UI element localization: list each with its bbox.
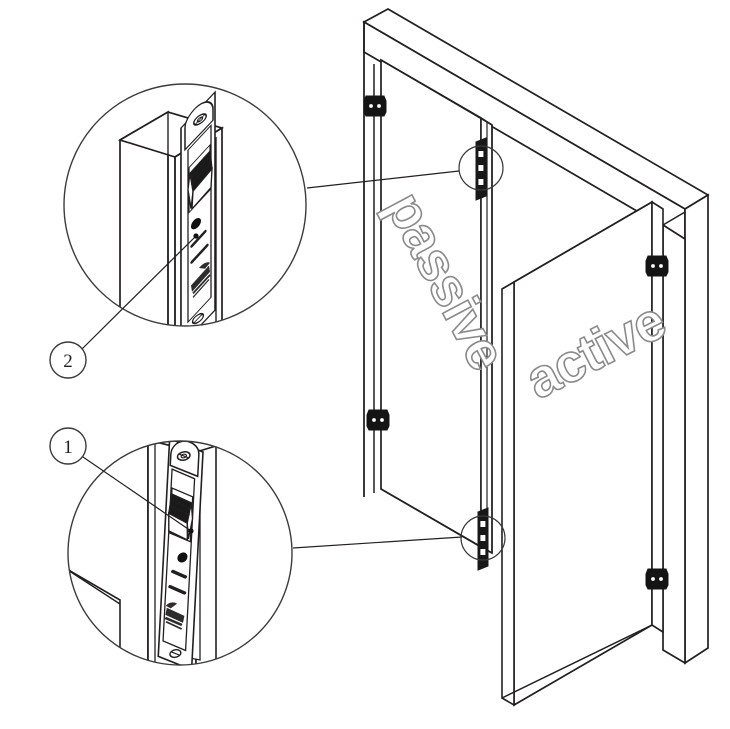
door-frame bbox=[362, 8, 710, 665]
detail-marker-top bbox=[458, 137, 504, 201]
callout-2-leader bbox=[81, 235, 197, 350]
callout-2: 2 bbox=[49, 233, 199, 379]
passive-door bbox=[373, 58, 493, 555]
flush-bolt-top bbox=[179, 90, 217, 326]
leader-line-bottom bbox=[292, 536, 463, 549]
detail-marker-bottom bbox=[460, 507, 506, 571]
detail-circle-bottom bbox=[67, 440, 293, 666]
detail-view-top bbox=[63, 83, 307, 327]
callout-1-leader bbox=[82, 456, 192, 532]
callout-2-number: 2 bbox=[63, 351, 73, 372]
hinge-passive-upper bbox=[363, 95, 387, 117]
top-edge-bolt-strip bbox=[475, 137, 487, 201]
leader-line-top bbox=[306, 170, 460, 189]
callout-1-target-dot bbox=[188, 528, 194, 534]
hinge-active-lower bbox=[645, 568, 669, 590]
callout-1: 1 bbox=[49, 427, 194, 534]
callout-2-bubble bbox=[49, 341, 87, 379]
hinge-active-upper bbox=[645, 255, 669, 277]
detail-view-bottom bbox=[67, 440, 293, 666]
detail-circle-top bbox=[63, 83, 307, 327]
active-door bbox=[501, 200, 664, 707]
callout-2-target-dot bbox=[193, 233, 199, 239]
callout-1-number: 1 bbox=[63, 437, 73, 458]
bottom-edge-bolt-strip bbox=[477, 507, 489, 571]
hinge-passive-lower bbox=[366, 409, 390, 431]
callout-1-bubble bbox=[49, 427, 87, 465]
